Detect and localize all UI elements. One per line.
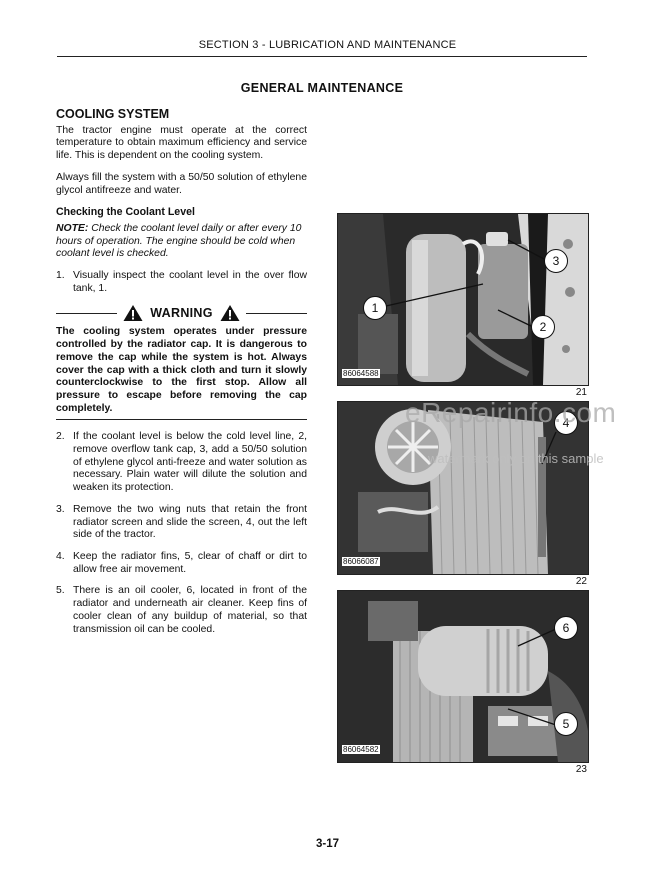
step-1: 1. Visually inspect the coolant level in … (56, 270, 307, 295)
callout-1: 1 (363, 296, 387, 320)
warning-triangle-icon (123, 305, 143, 322)
cooling-intro: The tractor engine must operate at the c… (56, 124, 307, 162)
step-number: 1. (56, 270, 65, 282)
oil-cooler-illustration (338, 591, 588, 762)
warning-end-rule (56, 419, 307, 421)
step-text: If the coolant level is below the cold l… (73, 431, 307, 494)
step-number: 2. (56, 431, 65, 443)
step-5: 5. There is an oil cooler, 6, located in … (56, 585, 307, 636)
cooling-fill-note: Always fill the system with a 50/50 solu… (56, 171, 307, 196)
step-number: 4. (56, 550, 65, 562)
step-text: Visually inspect the coolant level in th… (73, 270, 307, 294)
step-text: Keep the radiator fins, 5, clear of chaf… (73, 550, 307, 575)
text-column: COOLING SYSTEM The tractor engine must o… (56, 107, 308, 645)
coolant-note: NOTE: Check the coolant level daily or a… (56, 223, 307, 261)
radiator-screen-illustration (338, 402, 588, 574)
coolant-level-subheading: Checking the Coolant Level (56, 206, 195, 219)
callout-5: 5 (554, 712, 578, 736)
callout-6: 6 (554, 616, 578, 640)
watermark-site: eRepairinfo.com (405, 397, 617, 428)
section-header: SECTION 3 - LUBRICATION AND MAINTENANCE (198, 39, 457, 51)
warning-text: The cooling system operates under pressu… (56, 326, 307, 414)
warning-triangle-icon (220, 305, 240, 322)
warning-rule-left (56, 312, 118, 314)
callout-2: 2 (531, 315, 555, 339)
page-title: GENERAL MAINTENANCE (240, 81, 404, 95)
header-rule (57, 56, 587, 57)
note-text: Check the coolant level daily or after e… (56, 222, 302, 260)
step-number: 5. (56, 585, 65, 597)
callout-4: 4 (554, 411, 578, 435)
figure-23-photo: 6 5 86064582 (337, 590, 589, 763)
figure-21-number: 21 (575, 387, 587, 398)
callout-3: 3 (544, 249, 568, 273)
figure-23-number: 23 (575, 764, 587, 775)
page-number: 3-17 (315, 838, 340, 850)
warning-banner: WARNING (56, 304, 308, 322)
figure-22-photo: 4 86066087 (337, 401, 589, 575)
cooling-system-heading: COOLING SYSTEM (56, 107, 170, 121)
step-text: There is an oil cooler, 6, located in fr… (73, 585, 307, 635)
note-label: NOTE: (56, 222, 89, 234)
figure-21-photo: 1 2 3 86064588 (337, 213, 589, 386)
step-text: Remove the two wing nuts that retain the… (73, 503, 307, 541)
figure-part-number: 86064582 (342, 745, 380, 754)
figure-part-number: 86064588 (342, 369, 380, 378)
figure-part-number: 86066087 (342, 557, 380, 566)
watermark-note: watermark only on this sample (428, 451, 604, 466)
step-2: 2. If the coolant level is below the cold… (56, 431, 307, 495)
warning-rule-right (245, 312, 308, 314)
step-number: 3. (56, 503, 65, 515)
warning-label: WARNING (150, 306, 213, 321)
step-4: 4. Keep the radiator fins, 5, clear of ch… (56, 551, 307, 576)
step-3: 3. Remove the two wing nuts that retain t… (56, 504, 307, 542)
figure-22-number: 22 (575, 576, 587, 587)
